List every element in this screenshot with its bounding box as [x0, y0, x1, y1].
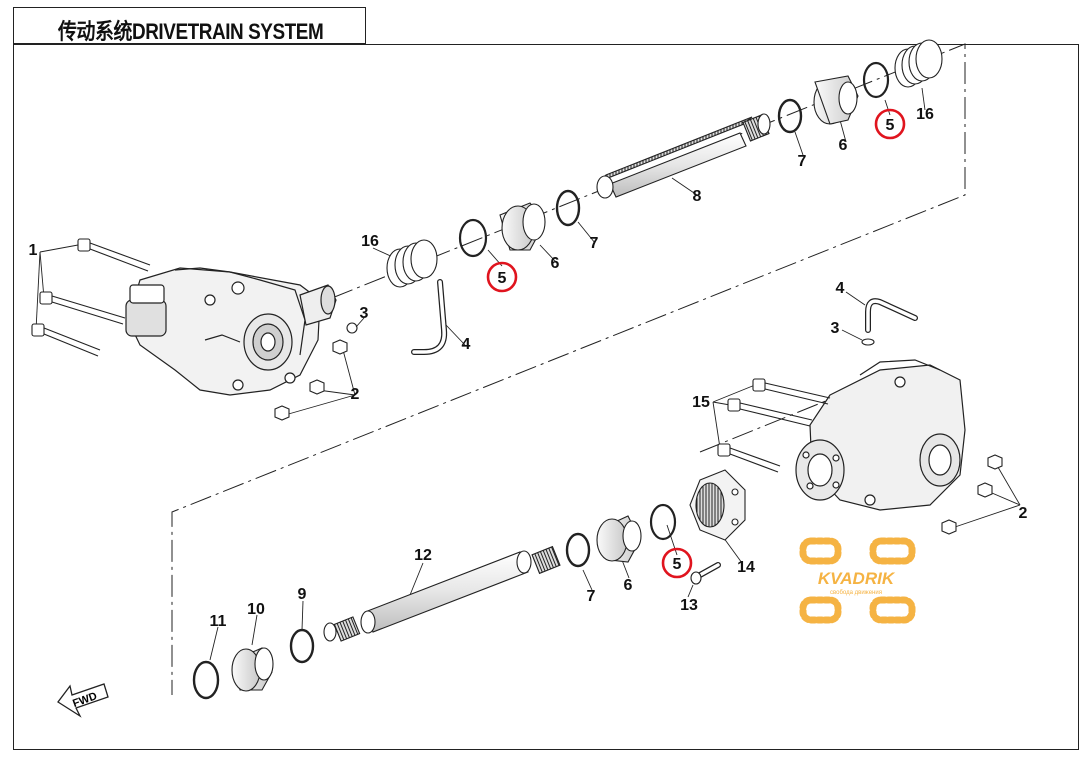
kvadrik-watermark: KVADRIK свобода движения: [799, 537, 916, 624]
front-differential: [125, 267, 337, 396]
callout-c6b: 6: [839, 137, 848, 154]
fwd-arrow-icon: FWD: [57, 683, 109, 718]
callout-c7c: 7: [587, 588, 596, 605]
front-bolts: [31, 238, 151, 357]
watermark-tagline: свобода движения: [830, 590, 882, 596]
rear-vent-hose: [865, 298, 918, 333]
callout-highlight-circle: [874, 108, 906, 140]
boot-6-rear: [596, 515, 642, 563]
front-nuts: [274, 339, 348, 421]
watermark-brand: KVADRIK: [818, 569, 896, 588]
snap-ring-5-front-right: [862, 61, 890, 99]
callout-c12: 12: [414, 547, 432, 564]
callout-c13: 13: [680, 597, 698, 614]
callout-c11: 11: [210, 613, 227, 630]
rear-bolts: [717, 378, 831, 473]
spring-16-right: [894, 39, 943, 88]
callout-c5b: 5: [886, 117, 895, 134]
diagram-frame: [13, 44, 1079, 750]
rear-differential: [795, 359, 966, 511]
ring-7-rear: [565, 532, 591, 568]
flange-14: [689, 469, 746, 541]
callout-c6c: 6: [624, 577, 633, 594]
ring-7-front-left: [555, 189, 581, 227]
callout-c5c: 5: [673, 556, 682, 573]
shaft-12: [323, 545, 561, 642]
callout-c4a: 4: [462, 336, 471, 353]
callout-highlight-circle: [661, 547, 693, 579]
front-clamp: [346, 322, 358, 334]
spring-16-left: [386, 239, 438, 288]
rear-shaft-assembly: [192, 469, 746, 700]
callout-c14: 14: [737, 559, 755, 576]
shaft-8: [596, 113, 771, 199]
rear-clamp: [861, 338, 875, 346]
callout-c8: 8: [693, 188, 702, 205]
watermark-tread-icon: [799, 596, 842, 624]
watermark-tread-icon: [869, 596, 916, 624]
callout-c3b: 3: [831, 320, 840, 337]
snap-ring-5-front-left: [458, 218, 488, 258]
ring-7-front-right: [777, 98, 803, 134]
assembly-boundary: [171, 43, 966, 695]
callout-c7a: 7: [590, 235, 599, 252]
callout-c15: 15: [692, 394, 710, 411]
front-shaft-assembly: [386, 39, 943, 288]
callout-c10: 10: [247, 601, 265, 618]
callout-highlight-circle: [486, 261, 518, 293]
title-box: 传动系统DRIVETRAIN SYSTEM: [13, 7, 366, 44]
boot-10: [231, 647, 274, 692]
ring-11: [192, 660, 220, 700]
callout-c5a: 5: [498, 270, 507, 287]
snap-ring-5-rear: [649, 503, 677, 541]
leader-lines: [35, 87, 1021, 661]
callout-c1: 1: [29, 242, 38, 259]
callout-c2b: 2: [1019, 505, 1028, 522]
callout-c9: 9: [298, 586, 307, 603]
watermark-tread-icon: [869, 537, 916, 565]
bolt-13: [690, 562, 721, 585]
watermark-tread-icon: [799, 537, 842, 565]
callout-c4b: 4: [836, 280, 845, 297]
ring-9: [289, 628, 315, 664]
callout-c7b: 7: [798, 153, 807, 170]
callout-c3a: 3: [360, 305, 369, 322]
boot-6-front-right: [813, 75, 859, 125]
callout-c16a: 16: [361, 233, 379, 250]
callout-c6a: 6: [551, 255, 560, 272]
callout-c16b: 16: [916, 106, 934, 123]
page-title: 传动系统DRIVETRAIN SYSTEM: [58, 19, 324, 44]
rear-nuts: [941, 454, 1003, 535]
front-vent-hose: [411, 279, 448, 355]
callout-c2a: 2: [351, 386, 360, 403]
boot-6-front-left: [499, 202, 546, 251]
